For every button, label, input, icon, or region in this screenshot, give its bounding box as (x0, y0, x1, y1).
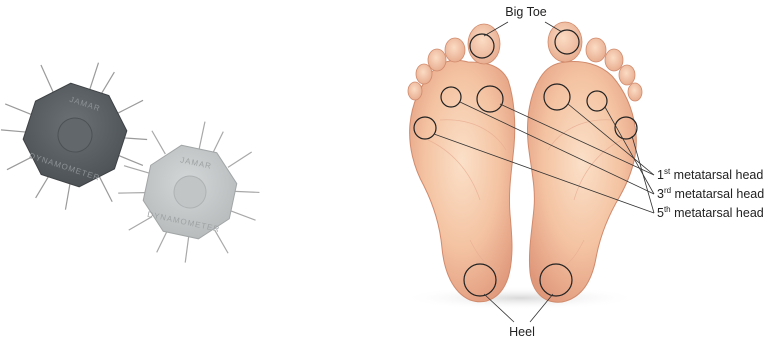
label-5th-sup: th (664, 205, 671, 214)
left-toe-5 (408, 82, 422, 100)
label-5th-number: 5 (657, 206, 664, 220)
label-5th-metatarsal-head: 5th metatarsal head (657, 205, 764, 220)
floor-shadow (402, 286, 638, 310)
right-big-toe (548, 22, 582, 62)
label-5th-suffix: metatarsal head (671, 206, 764, 220)
label-heel: Heel (509, 325, 535, 339)
light-octagonal-tool: JAMAR DYNAMOMETER (107, 107, 273, 275)
label-3rd-suffix: metatarsal head (671, 187, 764, 201)
right-toe-2 (586, 38, 606, 62)
left-toe-3 (428, 49, 446, 71)
left-foot (408, 24, 515, 302)
label-big-toe: Big Toe (505, 5, 547, 19)
right-toe-5 (628, 83, 642, 101)
label-1st-metatarsal-head: 1st metatarsal head (657, 167, 763, 182)
right-toe-3 (605, 49, 623, 71)
label-3rd-sup: rd (664, 186, 671, 195)
label-1st-number: 1 (657, 168, 664, 182)
label-3rd-metatarsal-head: 3rd metatarsal head (657, 186, 764, 201)
right-toe-4 (619, 65, 635, 85)
label-3rd-number: 3 (657, 187, 664, 201)
right-foot (528, 22, 643, 302)
left-toe-2 (445, 38, 465, 62)
label-1st-suffix: metatarsal head (670, 168, 763, 182)
left-toe-4 (416, 64, 432, 84)
